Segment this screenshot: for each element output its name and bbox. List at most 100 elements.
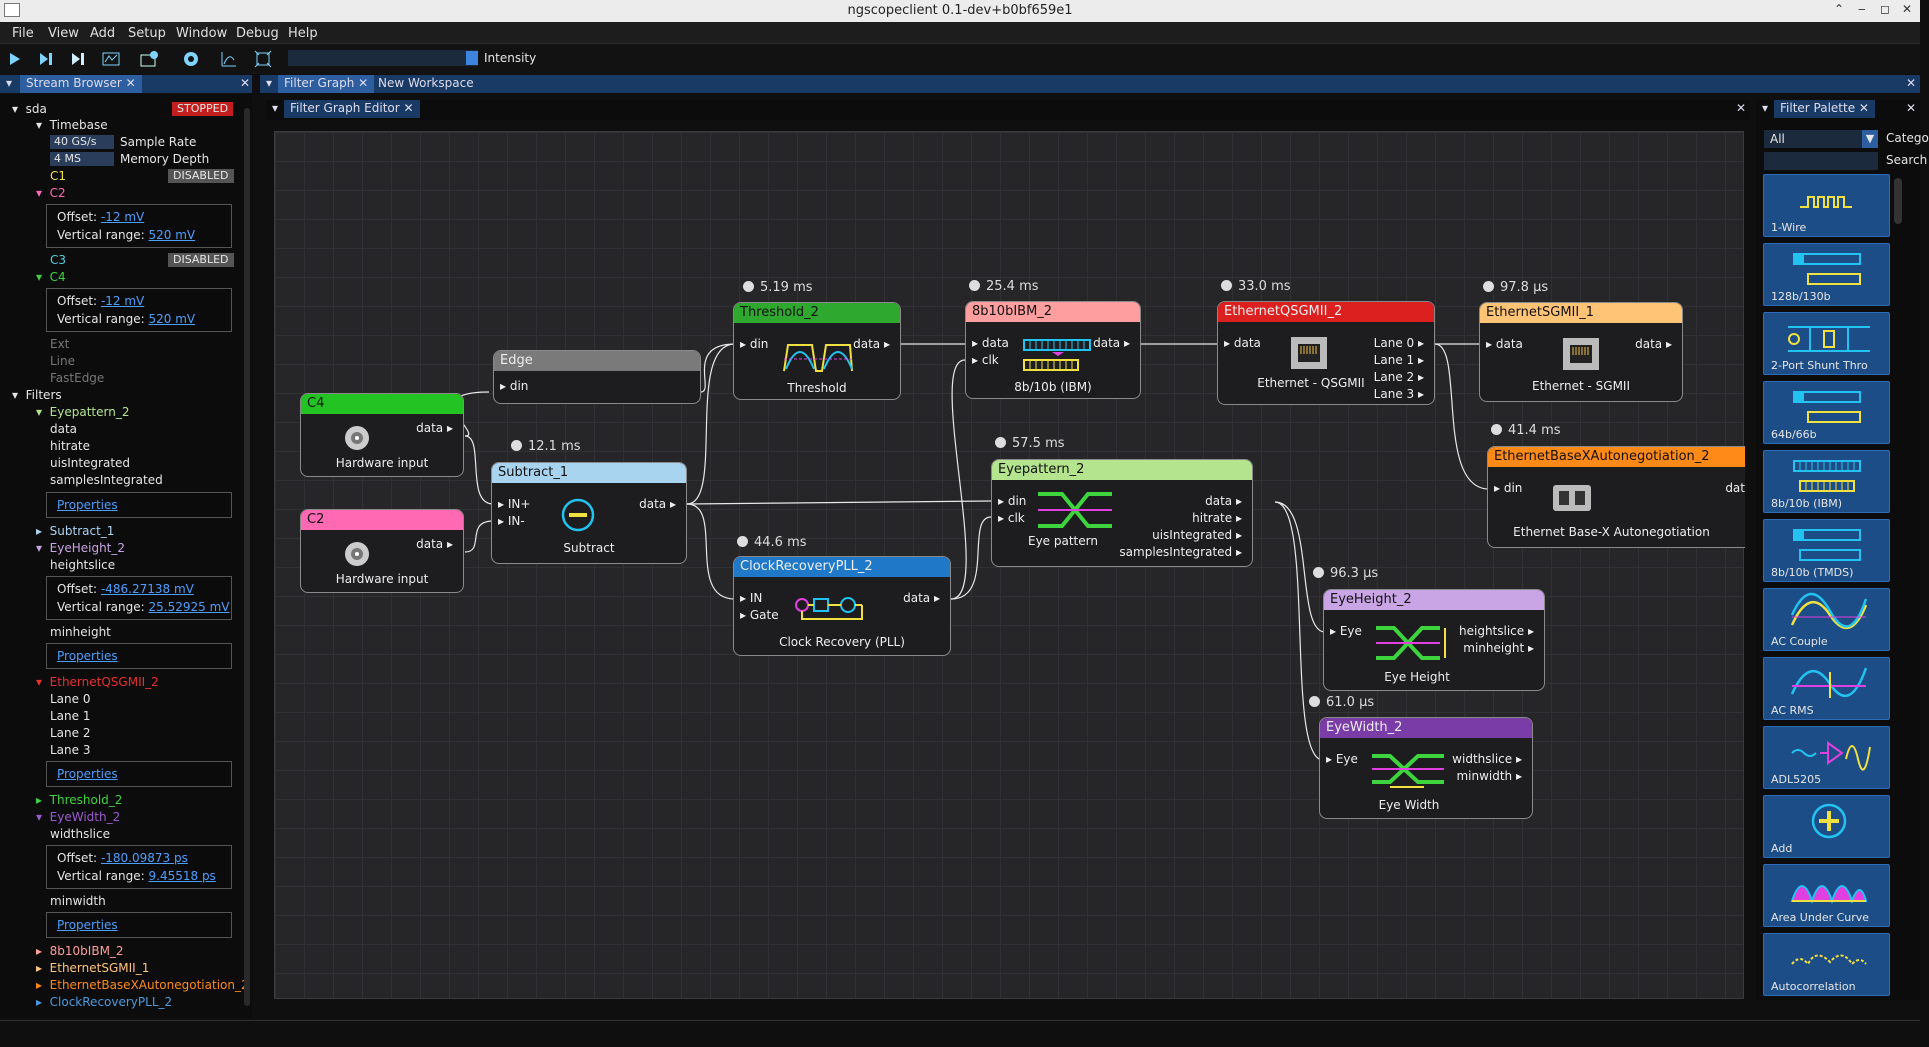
menu-setup[interactable]: Setup (128, 26, 166, 41)
node-eyewidth-out-min[interactable]: minwidth ▸ (1456, 769, 1522, 783)
palette-item-add[interactable]: Add (1763, 795, 1890, 858)
channel-c2[interactable]: ▾ C2 (36, 186, 66, 200)
node-eyeheight-out-min[interactable]: minheight ▸ (1463, 641, 1534, 655)
node-pll[interactable]: ClockRecoveryPLL_2 ▸ IN ▸ Gate data ▸ Cl… (733, 556, 951, 656)
channel-c4[interactable]: ▾ C4 (36, 270, 66, 284)
filter-ibm[interactable]: ▸ 8b10bIBM_2 (36, 944, 124, 958)
menu-window[interactable]: Window (176, 26, 228, 41)
filter-subtract[interactable]: ▸ Subtract_1 (36, 524, 115, 538)
node-pll-gate[interactable]: ▸ Gate (740, 608, 779, 622)
palette-scrollbar[interactable] (1894, 178, 1902, 224)
filter-eyewidth[interactable]: ▾ EyeWidth_2 (36, 810, 121, 824)
intensity-slider-knob[interactable] (466, 51, 478, 65)
node-eyepattern-in-din[interactable]: ▸ din (998, 494, 1027, 508)
ew-offset-value[interactable]: -180.09873 ps (100, 851, 188, 865)
node-autoneg[interactable]: EthernetBaseXAutonegotiation_2 ▸ din dat… (1487, 446, 1745, 548)
node-ibm-in-data[interactable]: ▸ data (972, 336, 1009, 350)
eh-stream-minheight[interactable]: minheight (50, 625, 111, 639)
node-eyeheight-out-slice[interactable]: heightslice ▸ (1459, 624, 1534, 638)
node-eyepattern-out-samples[interactable]: samplesIntegrated ▸ (1119, 545, 1242, 559)
close-palette-icon[interactable]: ✕ (1906, 101, 1917, 115)
node-threshold[interactable]: Threshold_2 ▸ din data ▸ Threshold (733, 302, 901, 400)
run-icon[interactable] (4, 48, 26, 70)
channel-line[interactable]: Line (50, 354, 76, 368)
intensity-slider[interactable] (288, 50, 478, 66)
node-ibm-in-clk[interactable]: ▸ clk (972, 353, 999, 367)
ep-stream-samplesintegrated[interactable]: samplesIntegrated (50, 473, 163, 487)
memory-depth-input[interactable]: 4 MS (50, 152, 114, 166)
stop-icon[interactable] (100, 48, 122, 70)
close-window-icon[interactable]: ✕ (1902, 2, 1913, 16)
menu-add[interactable]: Add (90, 26, 116, 41)
palette-item-area-under-curve[interactable]: Area Under Curve (1763, 864, 1890, 927)
node-eyepattern-out-data[interactable]: data ▸ (1205, 494, 1242, 508)
eh-offset-value[interactable]: -486.27138 mV (100, 582, 194, 596)
close-main-icon[interactable]: ✕ (1906, 76, 1917, 90)
node-sgmii-in[interactable]: ▸ data (1486, 337, 1523, 351)
node-subtract-in-plus[interactable]: ▸ IN+ (498, 497, 531, 511)
c2-vrange-value[interactable]: 520 mV (148, 228, 196, 242)
node-qsgmii[interactable]: EthernetQSGMII_2 ▸ data Lane 0 ▸ Lane 1 … (1217, 301, 1435, 405)
node-eyeheight-in[interactable]: ▸ Eye (1330, 624, 1362, 638)
node-eyepattern-out-hitrate[interactable]: hitrate ▸ (1192, 511, 1242, 525)
node-qsgmii-lane1[interactable]: Lane 1 ▸ (1373, 353, 1424, 367)
menu-help[interactable]: Help (288, 26, 318, 41)
ep-properties-link[interactable]: Properties (57, 498, 118, 512)
node-sgmii[interactable]: EthernetSGMII_1 ▸ data data ▸ Ethernet -… (1479, 302, 1683, 402)
lane0[interactable]: Lane 0 (50, 692, 91, 706)
ew-stream-widthslice[interactable]: widthslice (50, 827, 110, 841)
qsgmii-properties-link[interactable]: Properties (57, 767, 118, 781)
fullscreen-icon[interactable] (252, 48, 274, 70)
ep-stream-uisintegrated[interactable]: uisIntegrated (50, 456, 131, 470)
ew-stream-minwidth[interactable]: minwidth (50, 894, 106, 908)
filter-qsgmii[interactable]: ▾ EthernetQSGMII_2 (36, 675, 159, 689)
node-pll-out[interactable]: data ▸ (903, 591, 940, 605)
tab-new-workspace[interactable]: New Workspace (378, 76, 474, 90)
scope-node[interactable]: ▾ sda (12, 102, 47, 116)
channel-fastedge[interactable]: FastEdge (50, 371, 105, 385)
sample-rate-input[interactable]: 40 GS/s (50, 135, 114, 149)
palette-item-adl5205[interactable]: ADL5205 (1763, 726, 1890, 789)
filter-graph-canvas[interactable]: 5.19 ms 25.4 ms 33.0 ms 97.8 µs 12.1 ms … (274, 131, 1745, 999)
history-icon[interactable] (138, 48, 160, 70)
eh-properties-link[interactable]: Properties (57, 649, 118, 663)
palette-item-128b130b[interactable]: 128b/130b (1763, 243, 1890, 306)
lane3[interactable]: Lane 3 (50, 743, 91, 757)
node-eyewidth[interactable]: EyeWidth_2 ▸ Eye widthslice ▸ minwidth ▸… (1319, 717, 1533, 819)
category-select[interactable]: All ▼ (1764, 130, 1878, 148)
palette-item-ac-couple[interactable]: AC Couple (1763, 588, 1890, 651)
stream-scrollbar[interactable] (244, 108, 250, 1006)
filter-eyepattern[interactable]: ▾ Eyepattern_2 (36, 405, 130, 419)
node-qsgmii-lane3[interactable]: Lane 3 ▸ (1373, 387, 1424, 401)
eh-stream-heightslice[interactable]: heightslice (50, 558, 116, 572)
node-qsgmii-lane0[interactable]: Lane 0 ▸ (1373, 336, 1424, 350)
palette-item-8b10b-tmds[interactable]: 8b/10b (TMDS) (1763, 519, 1890, 582)
node-eyepattern-out-uis[interactable]: uisIntegrated ▸ (1152, 528, 1242, 542)
node-eyewidth-out-slice[interactable]: widthslice ▸ (1452, 752, 1522, 766)
node-ibm-out[interactable]: data ▸ (1093, 336, 1130, 350)
palette-item-1wire[interactable]: 1-Wire (1763, 174, 1890, 237)
filter-sgmii[interactable]: ▸ EthernetSGMII_1 (36, 961, 150, 975)
minimize-up-icon[interactable]: ⌃ (1834, 2, 1845, 16)
channel-ext[interactable]: Ext (50, 337, 70, 351)
c4-vrange-value[interactable]: 520 mV (148, 312, 196, 326)
close-panel-icon[interactable]: ✕ (240, 76, 251, 90)
tab-filter-graph-editor[interactable]: Filter Graph Editor ✕ (284, 100, 420, 118)
node-threshold-out[interactable]: data ▸ (853, 337, 890, 351)
chevron-down-icon[interactable]: ▼ (1862, 130, 1878, 148)
node-c4[interactable]: C4 data ▸ Hardware input (300, 393, 464, 477)
node-autoneg-out[interactable]: dat (1725, 481, 1745, 495)
palette-menu-icon[interactable]: ▾ (1762, 101, 1769, 115)
node-edge[interactable]: Edge ▸ din (493, 350, 701, 404)
node-eyewidth-in[interactable]: ▸ Eye (1326, 752, 1358, 766)
node-eyepattern[interactable]: Eyepattern_2 ▸ din ▸ clk data ▸ hitrate … (991, 459, 1253, 567)
force-trigger-icon[interactable] (68, 48, 90, 70)
palette-item-ac-rms[interactable]: AC RMS (1763, 657, 1890, 720)
node-threshold-in[interactable]: ▸ din (740, 337, 769, 351)
filter-pll[interactable]: ▸ ClockRecoveryPLL_2 (36, 995, 173, 1009)
palette-item-autocorrelation[interactable]: Autocorrelation (1763, 933, 1890, 996)
filter-eyeheight[interactable]: ▾ EyeHeight_2 (36, 541, 126, 555)
autoscale-icon[interactable] (218, 48, 240, 70)
filters-node[interactable]: ▾ Filters (12, 388, 62, 402)
node-subtract-in-minus[interactable]: ▸ IN- (498, 514, 525, 528)
